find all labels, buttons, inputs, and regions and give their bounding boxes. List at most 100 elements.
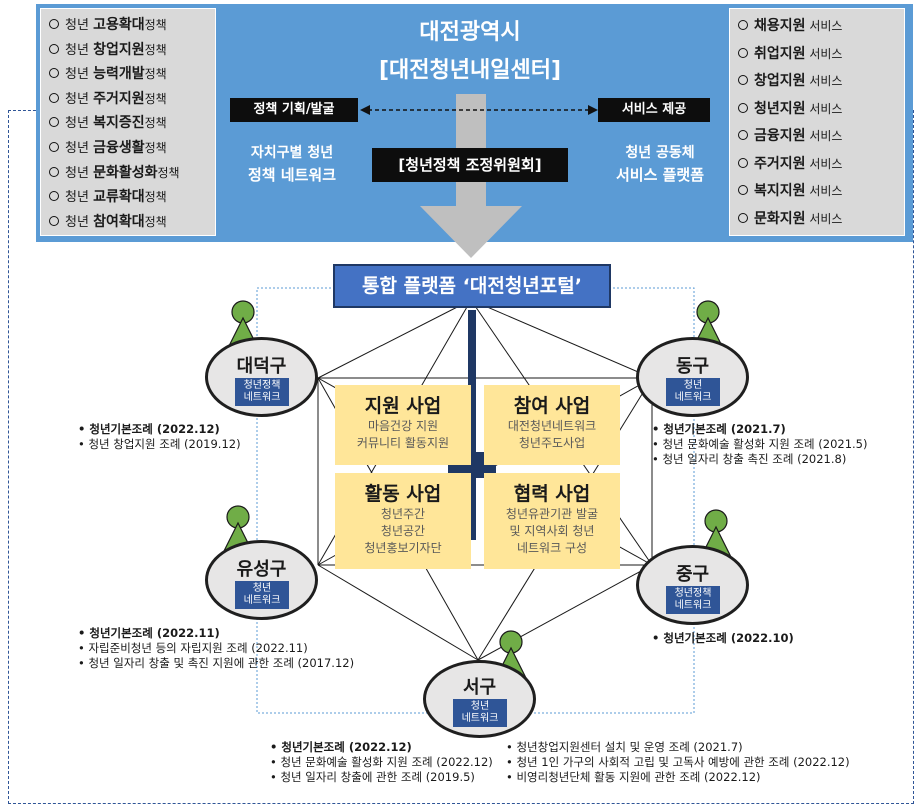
policy-suffix: 정책 xyxy=(144,190,167,205)
policy-key: 복지증진 xyxy=(93,115,145,132)
badge-line1: 청년 xyxy=(470,701,490,712)
business-line: 커뮤니티 활동지원 xyxy=(356,436,450,450)
right-network-line1: 청년 공동체 xyxy=(625,145,695,161)
district-yuseong-badge: 청년 네트워크 xyxy=(235,581,289,609)
circle-bullet-icon xyxy=(49,19,59,29)
district-seo-name: 서구 xyxy=(462,677,497,698)
service-suffix: 서비스 xyxy=(805,46,843,61)
ordinance-item: 청년 1인 가구의 사회적 고립 및 고독사 예방에 관한 조례 (2022.1… xyxy=(506,755,849,770)
badge-line2: 네트워크 xyxy=(461,713,499,724)
badge-line2: 네트워크 xyxy=(243,392,281,403)
district-yuseong-name: 유성구 xyxy=(236,559,287,580)
policy-prefix: 청년 xyxy=(65,141,94,156)
circle-bullet-icon xyxy=(738,157,748,168)
policy-suffix: 정책 xyxy=(157,165,180,180)
circle-bullet-icon xyxy=(49,68,59,79)
policy-suffix: 정책 xyxy=(144,141,167,155)
yuseong-ordinances: 청년기본조례 (2022.11)자립준비청년 등의 자립지원 조례 (2022.… xyxy=(78,626,354,671)
business-title: 지원 사업 xyxy=(364,395,442,417)
badge-line1: 청년 xyxy=(252,583,272,594)
business-title: 협력 사업 xyxy=(513,483,591,505)
integrated-platform: 통합 플랫폼 ‘대전청년포털’ xyxy=(333,264,611,308)
center-title: [대전청년내일센터] xyxy=(378,58,562,83)
service-key: 채용지원 xyxy=(754,18,806,34)
policy-key: 참여확대 xyxy=(93,213,145,230)
district-jung-name: 중구 xyxy=(675,564,710,585)
district-seo-badge: 청년 네트워크 xyxy=(453,699,507,727)
circle-bullet-icon xyxy=(738,185,748,195)
circle-bullet-icon xyxy=(738,20,748,30)
right-network-line2: 서비스 플랫폼 xyxy=(615,166,705,184)
policy-item: 청년 문화활성화정책 xyxy=(49,162,180,182)
circle-bullet-icon xyxy=(49,191,59,202)
business-line: 청년홍보기자단 xyxy=(364,541,442,555)
service-item: 창업지원 서비스 xyxy=(738,70,842,90)
ordinance-item: 청년 문화예술 활성화 지원 조례 (2021.5) xyxy=(652,437,867,452)
ordinance-item: 청년기본조례 (2021.7) xyxy=(652,422,867,437)
service-suffix: 서비스 xyxy=(805,101,843,116)
jung-ordinances: 청년기본조례 (2022.10) xyxy=(652,631,793,646)
policy-suffix: 정책 xyxy=(144,42,167,57)
district-seo: 서구 청년 네트워크 xyxy=(423,660,536,738)
service-suffix: 서비스 xyxy=(805,184,843,198)
ordinance-item: 청년 일자리 창출 촉진 조례 (2021.8) xyxy=(652,452,867,467)
policy-suffix: 정책 xyxy=(144,67,167,82)
district-daedeok-name: 대덕구 xyxy=(236,356,287,377)
policy-prefix: 청년 xyxy=(65,165,94,181)
district-dong-name: 동구 xyxy=(675,356,710,377)
policy-prefix: 청년 xyxy=(65,91,94,107)
business-title: 참여 사업 xyxy=(513,395,591,417)
policy-key: 고용확대 xyxy=(93,17,145,33)
ordinance-item: 청년기본조례 (2022.10) xyxy=(652,631,793,646)
service-suffix: 서비스 xyxy=(805,156,843,171)
policy-key: 교류확대 xyxy=(93,189,145,206)
district-jung: 중구 청년정책 네트워크 xyxy=(636,545,749,625)
circle-bullet-icon xyxy=(49,117,59,128)
left-network-line1: 자치구별 청년 xyxy=(250,145,334,161)
circle-bullet-icon xyxy=(738,130,748,140)
badge-line2: 네트워크 xyxy=(243,595,281,606)
business-line: 청년주도사업 xyxy=(518,436,586,450)
ordinance-item: 청년 문화예술 활성화 지원 조례 (2022.12) xyxy=(270,755,492,770)
service-suffix: 서비스 xyxy=(805,74,843,88)
service-item: 취업지원 서비스 xyxy=(738,43,842,63)
policy-item: 청년 교류확대정책 xyxy=(49,186,167,206)
business-line: 청년주간 xyxy=(380,507,426,521)
badge-line2: 네트워크 xyxy=(674,392,712,403)
district-dong: 동구 청년 네트워크 xyxy=(636,337,749,417)
ordinance-item: 청년 일자리 창출 및 촉진 지원에 관한 조례 (2017.12) xyxy=(78,656,354,671)
service-key: 복지지원 xyxy=(754,183,806,199)
business-line: 및 지역사회 청년 xyxy=(509,524,595,538)
center-cross-vertical xyxy=(468,310,476,540)
policy-key: 능력개발 xyxy=(93,66,145,83)
policy-prefix: 청년 xyxy=(65,214,94,230)
policy-suffix: 정책 xyxy=(144,91,167,106)
ordinance-item: 청년 일자리 창출에 관한 조례 (2019.5) xyxy=(270,770,493,785)
policy-item: 청년 능력개발정책 xyxy=(49,63,167,83)
service-key: 창업지원 xyxy=(754,73,806,89)
service-key: 문화지원 xyxy=(754,210,806,227)
policy-prefix: 청년 xyxy=(65,190,94,206)
right-network-text: 청년 공동체 서비스 플랫폼 xyxy=(590,142,730,186)
ordinance-item: 자립준비청년 등의 자립지원 조례 (2022.11) xyxy=(78,641,354,656)
ordinance-item: 비영리청년단체 활동 지원에 관한 조례 (2022.12) xyxy=(506,770,850,785)
business-title: 활동 사업 xyxy=(364,483,442,505)
daedeok-ordinances: 청년기본조례 (2022.12)청년 창업지원 조례 (2019.12) xyxy=(78,422,240,452)
service-item: 문화지원 서비스 xyxy=(738,208,842,228)
service-item: 채용지원 서비스 xyxy=(738,15,842,35)
circle-bullet-icon xyxy=(49,43,59,54)
service-key: 금융지원 xyxy=(754,128,806,144)
business-line: 청년공간 xyxy=(380,524,426,538)
district-daedeok-badge: 청년정책 네트워크 xyxy=(235,378,289,406)
left-network-text: 자치구별 청년 정책 네트워크 xyxy=(222,142,362,186)
city-title: 대전광역시 xyxy=(419,20,521,45)
committee-box: [청년정책 조정위원회] xyxy=(372,148,568,182)
policy-planning-label: 정책 기획/발굴 xyxy=(230,98,358,122)
policy-item: 청년 복지증진정책 xyxy=(49,112,167,132)
circle-bullet-icon xyxy=(738,75,748,85)
business-line: 청년유관기관 발굴 xyxy=(505,507,599,521)
